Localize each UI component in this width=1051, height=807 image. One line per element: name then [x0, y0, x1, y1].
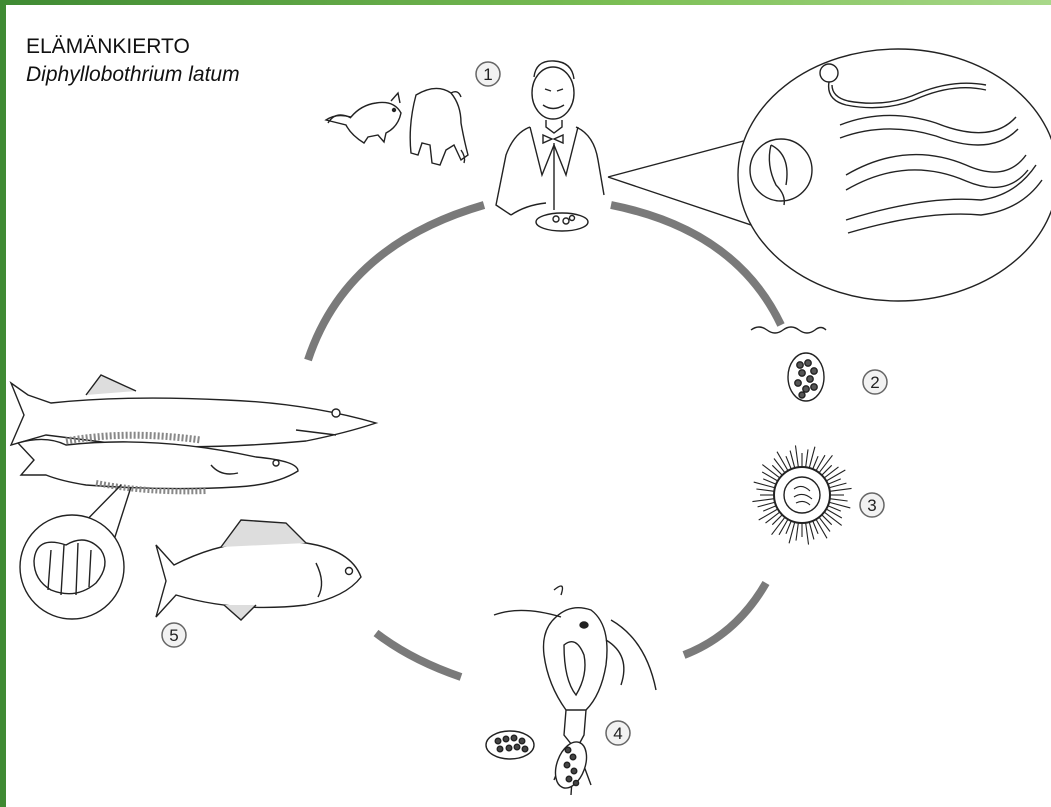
cilium [816, 519, 827, 538]
egg-icon [788, 353, 824, 401]
cycle-arcs [308, 205, 781, 677]
cilium [830, 499, 848, 501]
cilium [790, 451, 795, 468]
cilium [829, 483, 846, 488]
cilium [828, 506, 841, 511]
cilium [828, 479, 841, 484]
cilium [806, 449, 808, 467]
stage-2-badge: 2 [863, 370, 887, 394]
dog-icon [410, 88, 468, 165]
cilium [819, 455, 832, 472]
cilium [819, 517, 830, 531]
cilium [774, 459, 785, 473]
cilium [772, 517, 785, 534]
diagram-canvas: ELÄMÄNKIERTO Diphyllobothrium latum [6, 5, 1051, 807]
cilium [762, 465, 779, 478]
stage-5-badge: 5 [162, 623, 186, 647]
stage-1-number: 1 [483, 65, 492, 84]
cilium [786, 456, 791, 469]
cilium [824, 512, 841, 525]
human-icon [496, 61, 604, 231]
cilium [777, 452, 788, 471]
stage-3-number: 3 [867, 496, 876, 515]
stage-1-badge: 1 [476, 62, 500, 86]
stage-4-badge: 4 [606, 721, 630, 745]
stage-2-number: 2 [870, 373, 879, 392]
plerocercoid-callout [20, 485, 131, 619]
cycle-arc-bottom-left [376, 633, 461, 677]
cilium [752, 499, 774, 502]
cilium [758, 502, 775, 507]
cilium [786, 521, 791, 534]
cilium [766, 512, 780, 523]
cilium [809, 522, 814, 539]
stage-3-badge: 3 [860, 493, 884, 517]
cilium [813, 456, 818, 469]
cilium [763, 479, 776, 484]
stage-4-number: 4 [613, 724, 622, 743]
perch-icon [156, 520, 361, 620]
cilium [824, 467, 838, 478]
stage-5-number: 5 [169, 626, 178, 645]
coracidium-icon [752, 445, 851, 544]
cycle-arc-top-left [308, 205, 484, 360]
cycle-arc-bottom-right [684, 583, 766, 655]
cat-icon [326, 93, 401, 143]
cilium [813, 521, 818, 534]
cilium [756, 489, 774, 491]
water-surface-icon [751, 327, 826, 333]
life-cycle-diagram: 1 2 3 4 5 [6, 5, 1051, 807]
copepod-icon [486, 586, 656, 795]
cilium [826, 470, 845, 481]
cilium [796, 523, 798, 541]
cilium [795, 445, 798, 467]
cilium [830, 488, 852, 491]
cilium [806, 523, 809, 545]
tapeworm-callout [608, 49, 1051, 301]
cilium [759, 509, 778, 520]
pike-icon [11, 375, 376, 447]
cilium [763, 506, 776, 511]
